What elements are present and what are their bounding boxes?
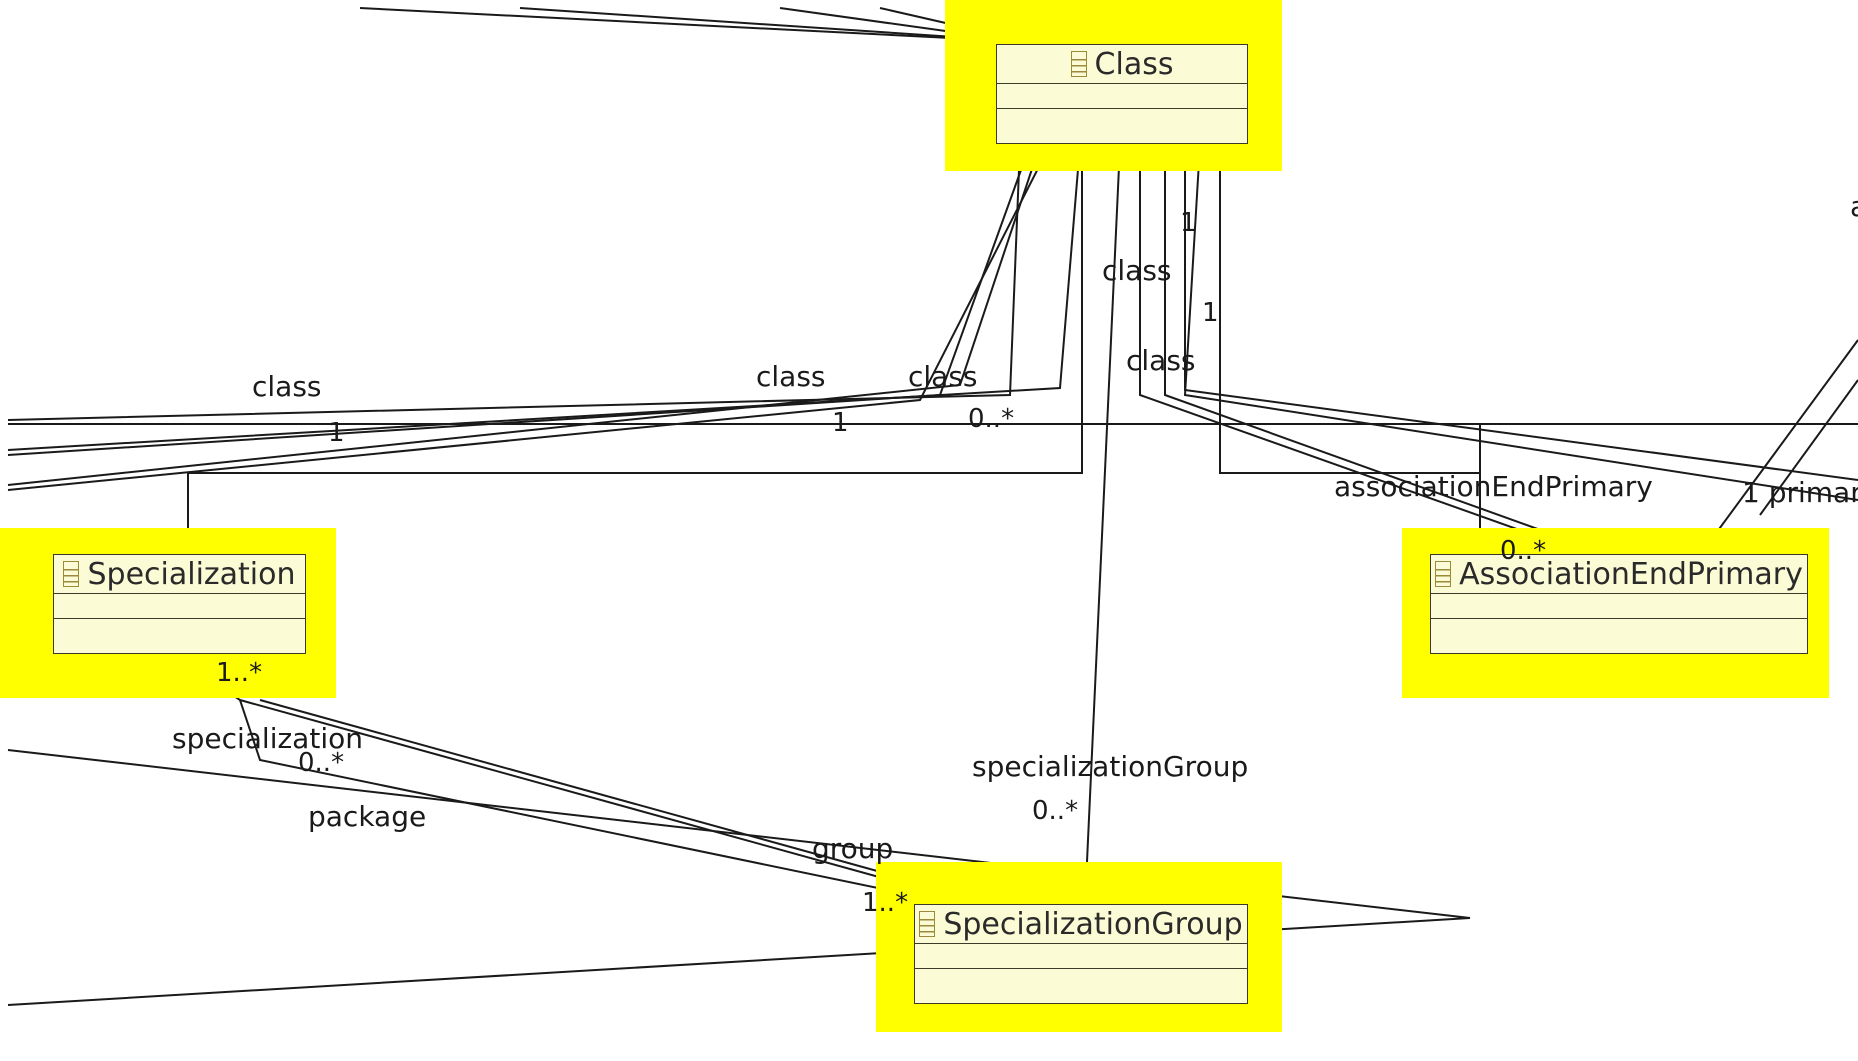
- role-label: specializationGroup: [972, 750, 1249, 783]
- attributes-compartment: [997, 84, 1247, 109]
- multiplicity-label: 1: [1180, 208, 1197, 238]
- class-name: SpecializationGroup: [943, 906, 1243, 942]
- class-name: Specialization: [87, 556, 296, 592]
- class-box-association-end-primary[interactable]: AssociationEndPrimary: [1430, 554, 1808, 654]
- multiplicity-label: 1: [832, 408, 849, 438]
- class-icon: [919, 911, 936, 937]
- role-label: class: [252, 370, 322, 403]
- role-label: package: [308, 800, 427, 833]
- role-label: specialization: [172, 722, 363, 755]
- role-label: group: [812, 832, 894, 865]
- class-header: Class: [997, 45, 1247, 84]
- class-name: Class: [1094, 46, 1174, 82]
- class-icon: [63, 561, 80, 587]
- multiplicity-label: 1..*: [216, 658, 263, 688]
- attributes-compartment: [915, 944, 1247, 969]
- class-box-specialization[interactable]: Specialization: [53, 554, 306, 654]
- class-header: Specialization: [54, 555, 305, 594]
- operations-compartment: [54, 619, 305, 643]
- attributes-compartment: [1431, 594, 1807, 619]
- role-label: class: [1102, 254, 1172, 287]
- class-header: SpecializationGroup: [915, 905, 1247, 944]
- attributes-compartment: [54, 594, 305, 619]
- class-box-class[interactable]: Class: [996, 44, 1248, 144]
- role-label: 1 primar: [1742, 476, 1858, 509]
- role-label: class: [756, 360, 826, 393]
- class-header: AssociationEndPrimary: [1431, 555, 1807, 594]
- class-icon: [1435, 561, 1452, 587]
- role-label: a: [1850, 190, 1858, 223]
- multiplicity-label: 1: [1202, 298, 1219, 328]
- role-label: associationEndPrimary: [1334, 470, 1653, 503]
- operations-compartment: [915, 969, 1247, 993]
- class-icon: [1070, 51, 1087, 77]
- class-box-specialization-group[interactable]: SpecializationGroup: [914, 904, 1248, 1004]
- role-label: class: [908, 360, 978, 393]
- operations-compartment: [997, 109, 1247, 133]
- multiplicity-label: 0..*: [1500, 536, 1547, 566]
- role-label: class: [1126, 344, 1196, 377]
- multiplicity-label: 0..*: [1032, 796, 1079, 826]
- multiplicity-label: 1: [328, 418, 345, 448]
- multiplicity-label: 0..*: [968, 404, 1015, 434]
- multiplicity-label: 0..*: [298, 748, 345, 778]
- class-name: AssociationEndPrimary: [1459, 556, 1803, 592]
- multiplicity-label: 1..*: [862, 888, 909, 918]
- operations-compartment: [1431, 619, 1807, 643]
